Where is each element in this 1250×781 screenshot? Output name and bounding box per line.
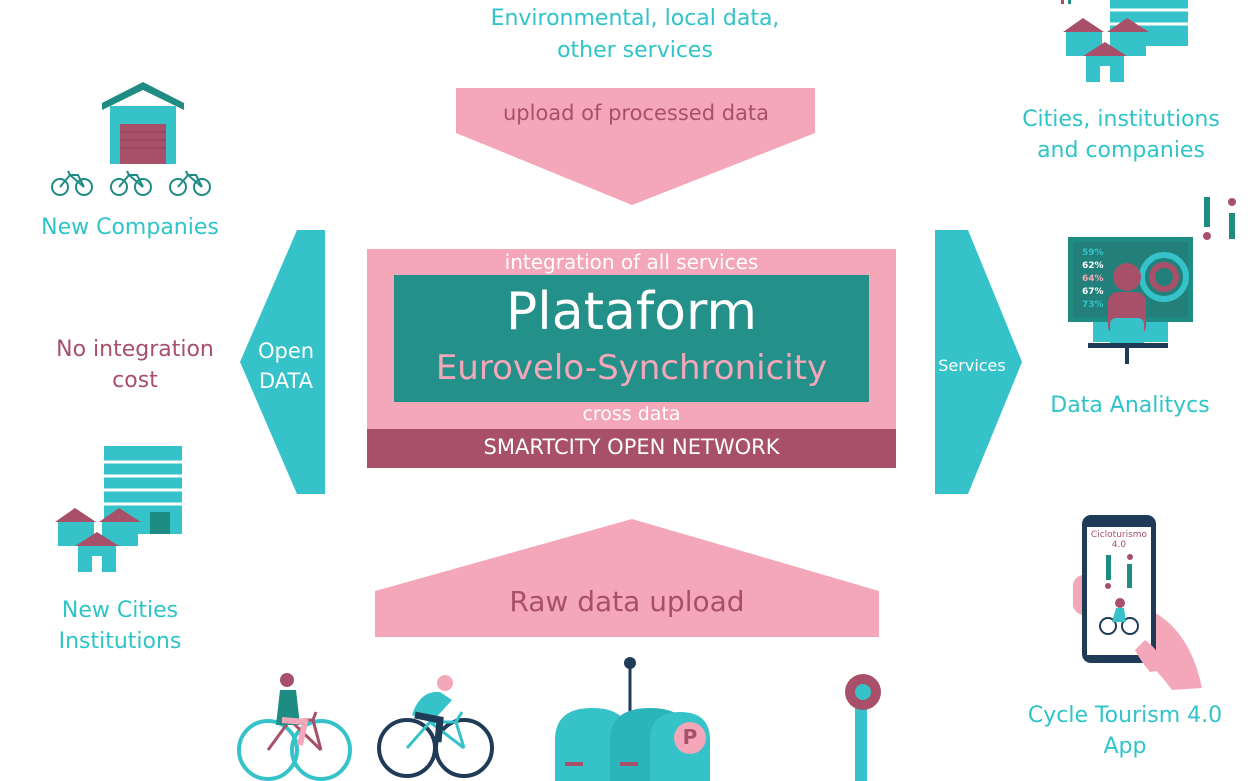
man-cyclist-icon	[377, 675, 494, 778]
raw-upload-label: Raw data upload	[509, 585, 745, 618]
cities-institutions-label-line1: Cities, institutions	[1022, 107, 1220, 132]
platform-title: Plataform	[505, 282, 758, 342]
top-label-line2: other services	[557, 38, 713, 63]
no-cost-label-line1: No integration	[56, 337, 214, 362]
city-buildings-icon	[55, 446, 182, 572]
data-analytics-label: Data Analitycs	[1050, 393, 1210, 418]
services-arrow	[935, 230, 1022, 494]
open-data-arrow	[240, 230, 325, 494]
network-bar	[367, 429, 896, 468]
monitor-value-3: 64%	[1082, 274, 1104, 284]
garage-icon	[102, 82, 184, 164]
processed-upload-label: upload of processed data	[502, 101, 770, 125]
processed-upload-arrow	[456, 88, 815, 205]
network-label: SMARTCITY OPEN NETWORK	[483, 435, 780, 459]
app-label-line1: Cycle Tourism 4.0	[1027, 703, 1223, 728]
smartphone-icon	[1082, 515, 1165, 672]
cities-institutions-label-line2: and companies	[1037, 138, 1205, 163]
analytics-bars-icon	[1203, 197, 1236, 240]
new-cities-label-line2: Institutions	[58, 629, 182, 654]
platform-core	[394, 275, 869, 402]
parking-station-icon	[555, 657, 710, 781]
parking-letter: P	[682, 725, 698, 749]
services-label: Services	[938, 356, 1006, 375]
new-cities-label-line1: New Cities	[61, 598, 179, 623]
phone-app-title-line2: 4.0	[1111, 540, 1127, 550]
app-label-line2: App	[1103, 734, 1147, 759]
integration-label: integration of all services	[504, 250, 759, 274]
new-companies-label: New Companies	[41, 215, 219, 240]
monitor-icon	[1068, 237, 1193, 364]
open-data-label-line2: DATA	[258, 369, 314, 393]
monitor-value-4: 67%	[1082, 287, 1104, 297]
monitor-value-1: 59%	[1082, 248, 1104, 258]
platform-subtitle: Eurovelo-Synchronicity	[435, 348, 828, 388]
charging-post-icon	[845, 674, 881, 781]
bicycles-row-icon	[51, 170, 211, 196]
institution-buildings-icon	[1061, 0, 1188, 82]
monitor-value-2: 62%	[1082, 261, 1104, 271]
woman-cyclist-icon	[237, 673, 352, 781]
phone-app-title-line1: Cicloturismo	[1090, 530, 1148, 540]
raw-upload-arrow	[375, 519, 879, 637]
cross-data-label: cross data	[582, 403, 681, 425]
open-data-label-line1: Open	[257, 339, 315, 363]
no-cost-label-line2: cost	[112, 368, 158, 393]
top-label-line1: Environmental, local data,	[490, 6, 780, 31]
monitor-value-5: 73%	[1082, 300, 1104, 310]
